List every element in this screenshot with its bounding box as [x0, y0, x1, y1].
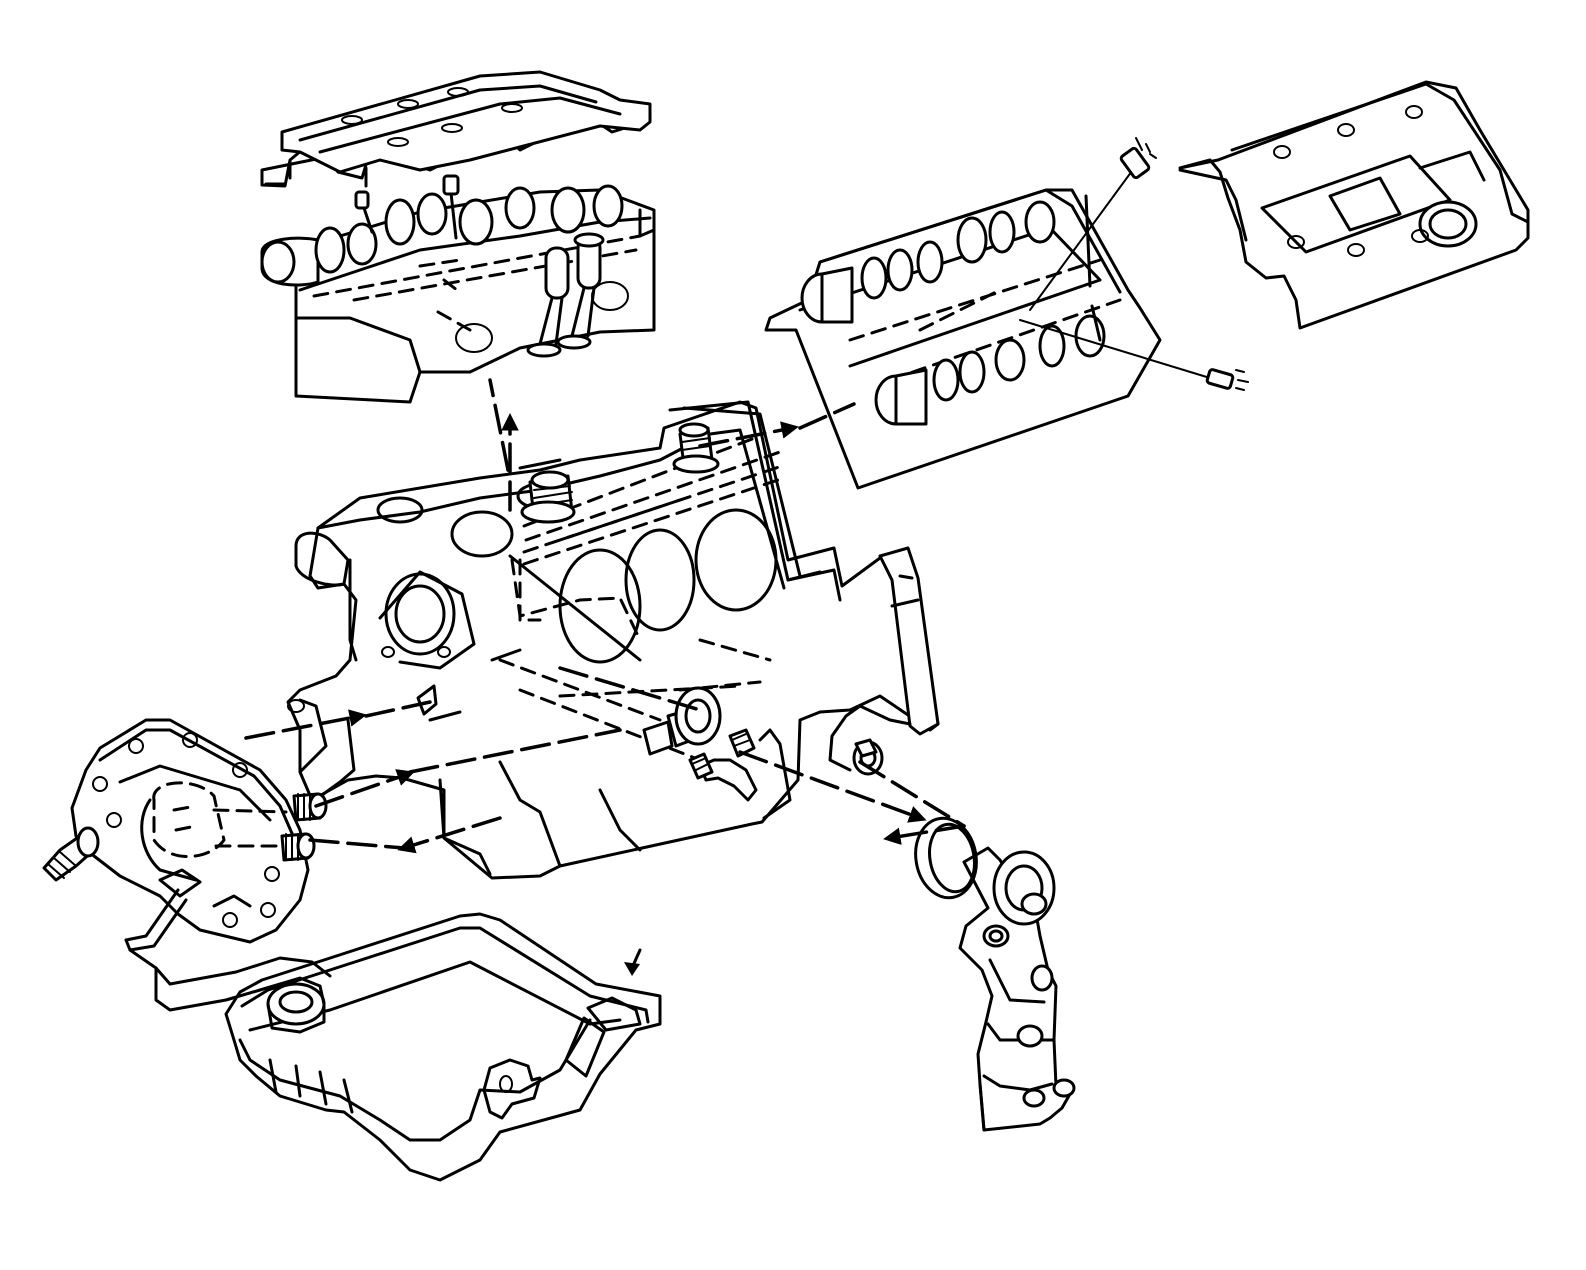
pan-return-line: [124, 888, 332, 1012]
right-valve-cover: [1178, 80, 1530, 330]
arrow-pump-to-block-upper: [244, 709, 367, 740]
arrow-block-to-right-head: [698, 421, 799, 448]
valve-pair: [526, 232, 605, 358]
left-cylinder-head: [260, 174, 656, 404]
engine-block: [286, 400, 940, 880]
arrow-pump-to-block-middle: [314, 769, 415, 808]
oil-filter-adapter: [958, 846, 1076, 1132]
arrow-block-to-pump-lower: [397, 816, 502, 854]
pump-inlet-nipple: [42, 826, 100, 882]
arrow-filter-adapter-to-block: [883, 824, 966, 845]
right-cylinder-head: [764, 188, 1162, 490]
flow-arrows: [244, 378, 966, 854]
oil-pan: [224, 912, 662, 1182]
block-fitting-upper: [520, 470, 576, 524]
left-valve-cover: [260, 70, 652, 188]
upper-injector: [1029, 137, 1157, 311]
pan-indicator-arrow: [624, 948, 642, 976]
pickup-tube: [688, 728, 884, 802]
lower-injector: [1019, 319, 1249, 391]
pump-fitting-lower: [280, 832, 316, 862]
block-fitting-rear: [672, 422, 720, 474]
o-ring-seal: [914, 816, 978, 900]
front-cover-oil-pump: [42, 718, 328, 944]
arrow-block-to-filter-adapter: [738, 750, 927, 823]
pump-fitting-upper: [292, 792, 328, 822]
